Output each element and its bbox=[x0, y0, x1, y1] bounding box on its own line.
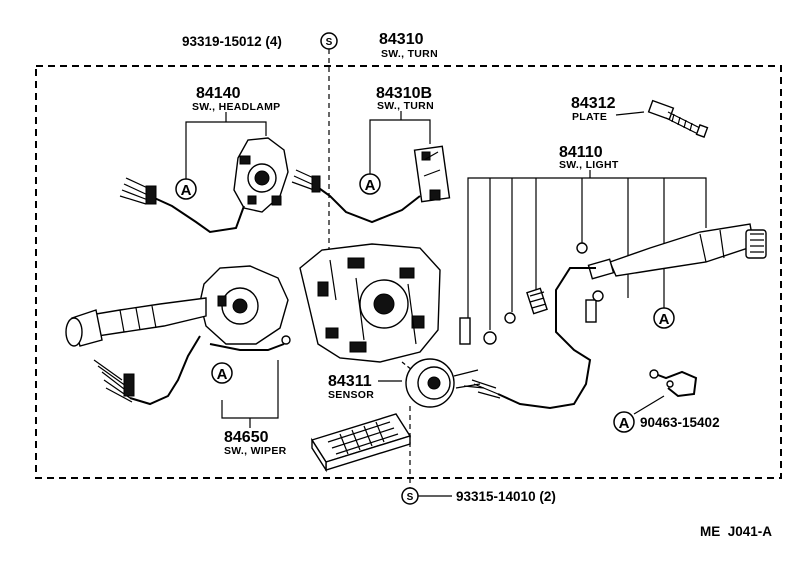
p84310B-number: 84310B bbox=[376, 85, 432, 102]
bottom-fastener-label: 93315-14010 (2) bbox=[456, 489, 556, 504]
bottom-fastener-s-marker: S bbox=[401, 487, 419, 505]
headlamp-switch-part bbox=[119, 137, 289, 234]
plate-part bbox=[647, 99, 709, 138]
svg-text:A: A bbox=[659, 311, 670, 328]
p84650-number: 84650 bbox=[224, 429, 269, 446]
clip-circle-a: A bbox=[613, 411, 635, 433]
wiper-switch-part bbox=[65, 265, 291, 406]
p84310-name: SW., TURN bbox=[381, 48, 438, 60]
p84311-number: 84311 bbox=[328, 373, 372, 390]
sensor-part bbox=[405, 358, 485, 408]
diagram-code: ME J041-A bbox=[700, 524, 772, 539]
svg-text:S: S bbox=[407, 492, 414, 503]
top-fastener-s-marker: S bbox=[320, 32, 338, 50]
top-fastener-label: 93319-15012 (4) bbox=[182, 34, 282, 49]
clip-part bbox=[649, 369, 698, 398]
p84312-name: PLATE bbox=[572, 111, 607, 123]
p84650-circle-a: A bbox=[211, 362, 233, 384]
p84310B-circle-a: A bbox=[359, 173, 381, 195]
p84110-name: SW., LIGHT bbox=[559, 159, 619, 171]
assembly-boundary bbox=[35, 65, 782, 479]
combination-switch-body bbox=[299, 243, 441, 363]
p84310-number: 84310 bbox=[379, 31, 424, 48]
p84310B-bracket bbox=[369, 119, 431, 176]
p84110-circle-a: A bbox=[653, 307, 675, 329]
p84650-name: SW., WIPER bbox=[224, 445, 287, 457]
svg-text:A: A bbox=[619, 415, 630, 432]
p84110-number: 84110 bbox=[559, 144, 603, 161]
p84311-name: SENSOR bbox=[328, 389, 374, 401]
light-switch-lever bbox=[459, 223, 767, 410]
p84140-circle-a: A bbox=[175, 178, 197, 200]
connector-block-part bbox=[310, 413, 412, 473]
p84312-number: 84312 bbox=[571, 95, 616, 112]
svg-text:A: A bbox=[365, 177, 376, 194]
svg-text:A: A bbox=[217, 366, 228, 383]
turn-switch-part bbox=[291, 145, 451, 224]
p84140-number: 84140 bbox=[196, 85, 241, 102]
p84140-name: SW., HEADLAMP bbox=[192, 101, 280, 113]
svg-text:A: A bbox=[181, 182, 192, 199]
svg-text:S: S bbox=[326, 37, 333, 48]
p84310B-name: SW., TURN bbox=[377, 100, 434, 112]
clip-label: 90463-15402 bbox=[640, 415, 720, 430]
